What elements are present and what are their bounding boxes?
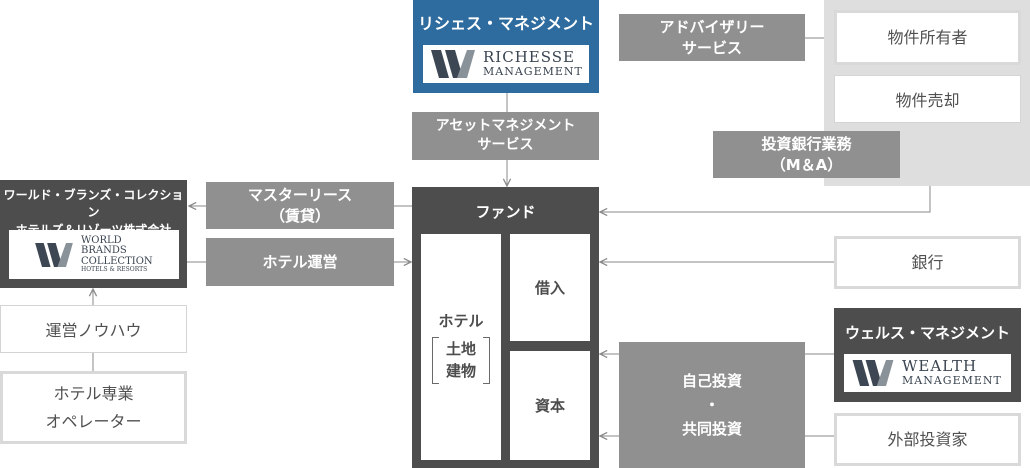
fund-hotel-bracket: 土地 建物 bbox=[431, 336, 490, 385]
know-how-box: 運営ノウハウ bbox=[0, 305, 187, 353]
operator-line2: オペレーター bbox=[45, 411, 142, 431]
bank-label: 銀行 bbox=[911, 252, 944, 272]
wealth-logo: WEALTH MANAGEMENT bbox=[844, 354, 1011, 392]
wbc-logo-line3: COLLECTION bbox=[81, 255, 153, 267]
fund-hotel-panel: ホテル 土地 建物 bbox=[421, 234, 501, 460]
master-lease-line1: マスターリース bbox=[247, 186, 353, 205]
self-investment-line1: 自己投資 bbox=[681, 372, 742, 390]
wbc-box: ワールド・ブランズ・コレクション ホテルズ＆リゾーツ株式会社 WORLD BRA… bbox=[0, 180, 187, 288]
richesse-name: リシェス・マネジメント bbox=[417, 14, 594, 33]
fund-title: ファンド bbox=[475, 202, 536, 221]
external-investors-box: 外部投資家 bbox=[834, 413, 1021, 466]
hotel-operations-box: ホテル運営 bbox=[206, 238, 394, 286]
external-investors-label: 外部投資家 bbox=[887, 429, 968, 449]
fund-capital-panel: 資本 bbox=[510, 351, 590, 460]
investment-banking-box: 投資銀行業務 （M＆A） bbox=[713, 131, 900, 178]
wbc-name-line1: ワールド・ブランズ・コレクション bbox=[3, 188, 184, 220]
wealth-logo-line1: WEALTH bbox=[902, 357, 978, 376]
richesse-box: リシェス・マネジメント RICHESSE MANAGEMENT bbox=[413, 0, 599, 93]
know-how-label: 運営ノウハウ bbox=[45, 321, 142, 340]
asset-management-line2: サービス bbox=[477, 137, 534, 153]
wealth-logo-line2: MANAGEMENT bbox=[902, 374, 1002, 388]
fund-box: ファンド ホテル 土地 建物 借入 資本 bbox=[412, 187, 599, 468]
fund-loan-panel: 借入 bbox=[510, 234, 590, 341]
self-investment-box: 自己投資 ・ 共同投資 bbox=[619, 342, 805, 468]
fund-capital-label: 資本 bbox=[534, 397, 565, 415]
wbc-logo-line4: HOTELS & RESORTS bbox=[81, 266, 148, 274]
richesse-logo-line2: MANAGEMENT bbox=[483, 65, 583, 79]
investment-banking-line1: 投資銀行業務 bbox=[761, 135, 852, 154]
master-lease-box: マスターリース （賃貸） bbox=[206, 182, 394, 229]
hotel-operations-label: ホテル運営 bbox=[262, 252, 338, 271]
self-investment-dot: ・ bbox=[704, 396, 720, 414]
operator-line1: ホテル専業 bbox=[53, 384, 134, 404]
owner-box: 物件所有者 bbox=[834, 10, 1021, 65]
richesse-logo: RICHESSE MANAGEMENT bbox=[423, 45, 589, 83]
owner-label: 物件所有者 bbox=[887, 27, 968, 47]
wbc-logo-line1: WORLD bbox=[81, 234, 122, 246]
advisory-box: アドバイザリー サービス bbox=[619, 14, 805, 61]
wealth-name: ウェルス・マネジメント bbox=[844, 323, 1010, 342]
richesse-logo-mark-icon bbox=[431, 50, 475, 78]
bank-box: 銀行 bbox=[834, 236, 1021, 289]
wealth-logo-mark-icon bbox=[852, 360, 894, 386]
master-lease-line2: （賃貸） bbox=[269, 206, 330, 225]
fund-building-label: 建物 bbox=[445, 361, 476, 380]
self-investment-line2: 共同投資 bbox=[681, 420, 742, 438]
fund-loan-label: 借入 bbox=[534, 279, 565, 297]
wbc-logo-line2: BRANDS bbox=[81, 245, 127, 257]
asset-management-box: アセットマネジメント サービス bbox=[412, 112, 599, 160]
wbc-logo: WORLD BRANDS COLLECTION HOTELS & RESORTS bbox=[9, 230, 179, 279]
advisory-line2: サービス bbox=[681, 38, 742, 57]
fund-land-label: 土地 bbox=[445, 339, 476, 358]
operator-box: ホテル専業 オペレーター bbox=[0, 371, 187, 444]
fund-hotel-label: ホテル bbox=[438, 311, 484, 330]
asset-management-line1: アセットマネジメント bbox=[435, 118, 576, 135]
advisory-line1: アドバイザリー bbox=[659, 18, 765, 37]
sale-label: 物件売却 bbox=[895, 91, 960, 110]
investment-banking-line2: （M＆A） bbox=[770, 155, 843, 174]
wealth-box: ウェルス・マネジメント WEALTH MANAGEMENT bbox=[834, 308, 1021, 402]
sale-box: 物件売却 bbox=[834, 75, 1021, 123]
richesse-logo-line1: RICHESSE bbox=[483, 48, 575, 67]
wbc-logo-mark-icon bbox=[35, 242, 73, 267]
